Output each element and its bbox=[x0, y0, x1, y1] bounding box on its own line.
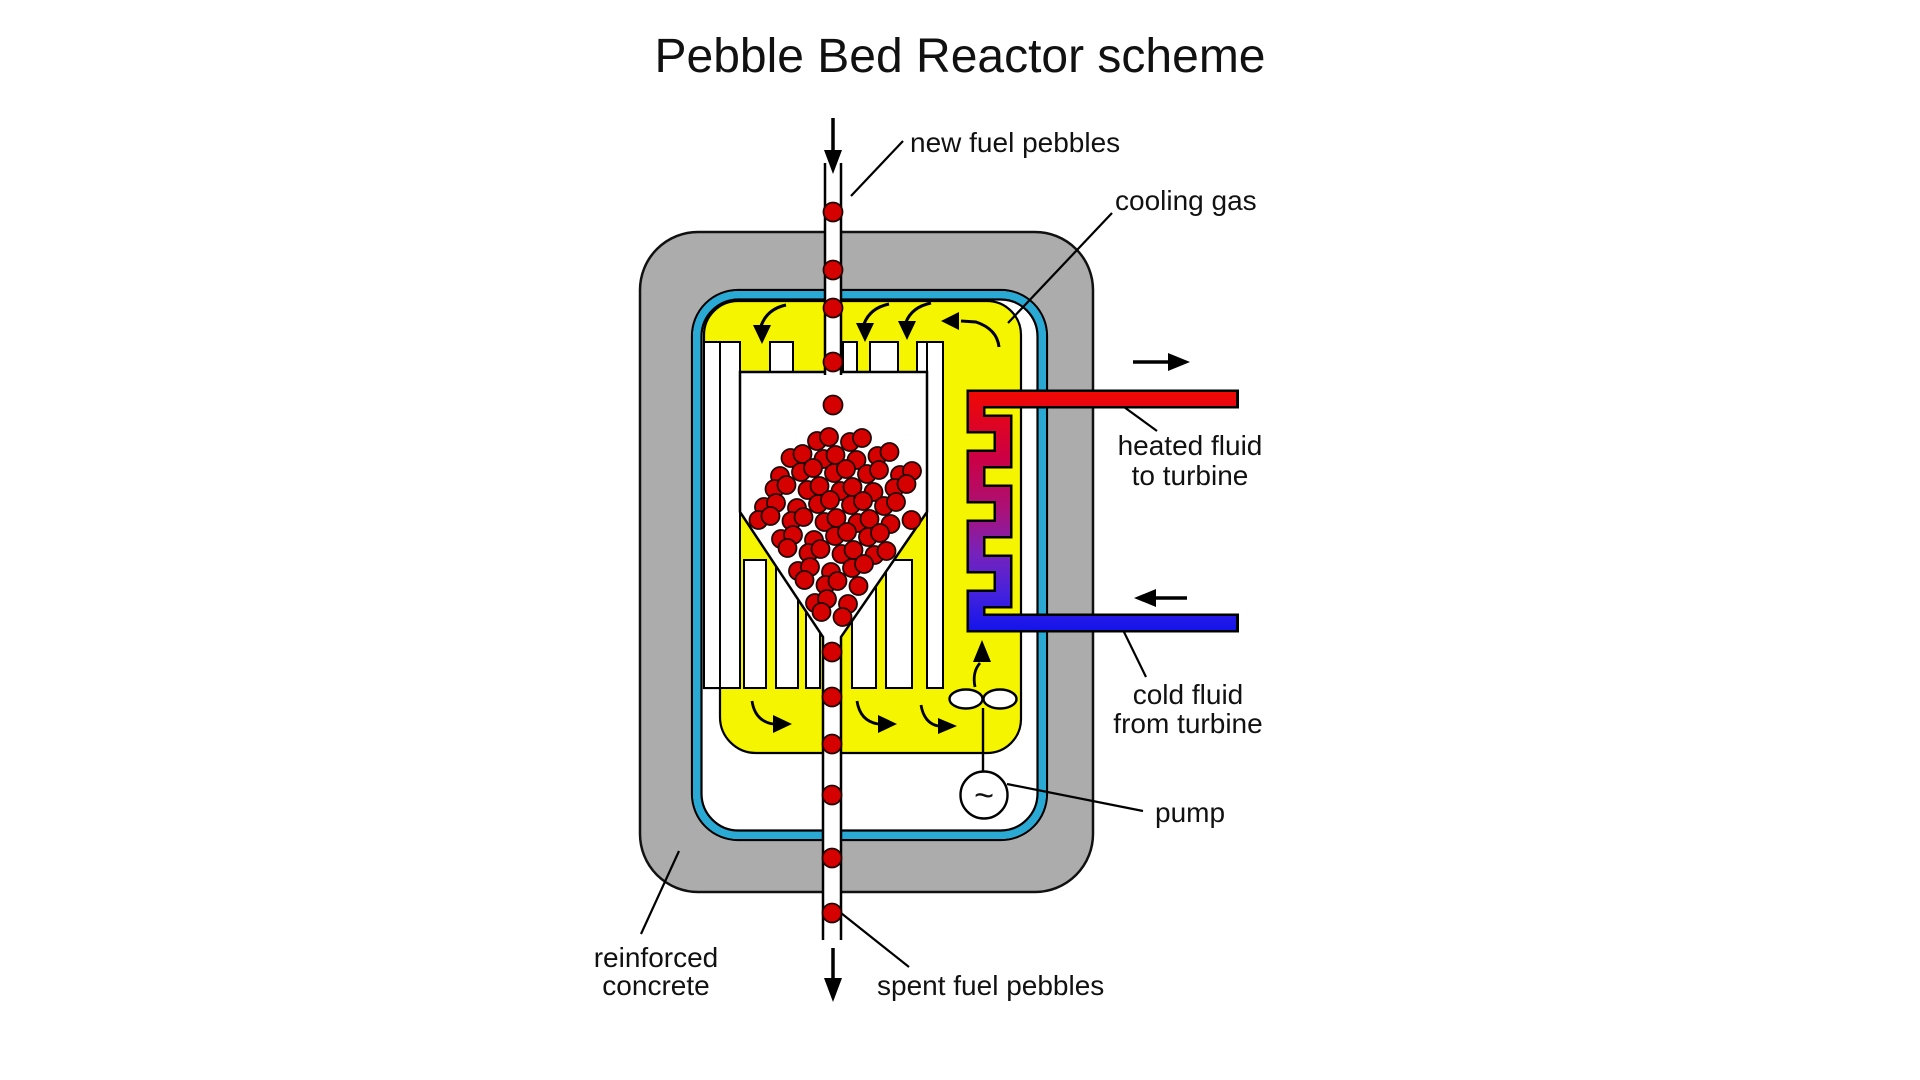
bottom-slab bbox=[743, 559, 767, 689]
fuel-pebble bbox=[822, 259, 844, 281]
label-new-fuel-pebbles: new fuel pebbles bbox=[910, 127, 1120, 158]
label-cold-fluid-2: from turbine bbox=[1113, 708, 1262, 739]
top-stub bbox=[842, 341, 858, 373]
leader-reinforced-concrete bbox=[639, 850, 681, 935]
fuel-pebble bbox=[869, 460, 889, 480]
fuel-pebble bbox=[803, 458, 823, 478]
fuel-pebble bbox=[821, 686, 843, 708]
gas-flow-arrowheads-bottom bbox=[773, 640, 991, 734]
fuel-pebble bbox=[794, 570, 815, 590]
fuel-pebble bbox=[901, 510, 922, 530]
fuel-pebble bbox=[776, 475, 797, 495]
fuel-pebble bbox=[821, 784, 843, 806]
fuel-pebble bbox=[821, 733, 843, 755]
top-stub bbox=[916, 341, 928, 373]
fuel-pebble bbox=[810, 539, 831, 559]
heat-exchanger bbox=[966, 389, 1239, 633]
fuel-pebble bbox=[854, 554, 874, 574]
gas-flow-arrows-top bbox=[759, 301, 1001, 348]
label-heated-fluid-2: to turbine bbox=[1132, 460, 1249, 491]
label-reinforced-2: concrete bbox=[602, 970, 709, 1001]
leader-cooling-gas bbox=[1007, 212, 1113, 324]
fuel-pebble bbox=[822, 297, 844, 319]
gas-flow-arrows-bottom bbox=[750, 662, 982, 728]
fuel-pebble bbox=[777, 538, 798, 558]
fuel-pebble bbox=[821, 902, 843, 924]
fuel-pebble bbox=[822, 201, 844, 223]
leader-spent-fuel bbox=[840, 912, 910, 968]
label-reinforced-1: reinforced bbox=[594, 942, 719, 973]
fan-blade-icon bbox=[948, 688, 984, 710]
fuel-pebble bbox=[793, 507, 814, 527]
left-column-inner bbox=[719, 341, 741, 689]
fuel-pebble bbox=[848, 576, 869, 596]
fuel-pebble bbox=[822, 394, 844, 416]
flow-arrows bbox=[824, 118, 1190, 1002]
leader-new-fuel bbox=[850, 140, 904, 197]
leader-pump bbox=[1006, 782, 1144, 813]
bottom-slab bbox=[885, 559, 913, 689]
label-cooling-gas: cooling gas bbox=[1115, 185, 1257, 216]
pump-motor-icon bbox=[959, 770, 1009, 820]
generator-symbol: ~ bbox=[974, 777, 994, 815]
fuel-pebble bbox=[876, 541, 897, 561]
fan-blade-icon bbox=[982, 688, 1018, 710]
leader-lines bbox=[639, 140, 1158, 968]
pump-assembly bbox=[948, 688, 1018, 820]
fuel-pebble bbox=[832, 607, 853, 627]
fuel-pebble bbox=[820, 490, 840, 510]
pipe-fluid bbox=[969, 392, 1236, 630]
fuel-pebbles bbox=[748, 201, 922, 924]
label-heated-fluid-1: heated fluid bbox=[1118, 430, 1263, 461]
fuel-pebble bbox=[760, 506, 781, 526]
leader-heated-fluid bbox=[1123, 406, 1158, 432]
top-stub bbox=[769, 341, 794, 373]
right-column bbox=[926, 341, 944, 689]
fuel-pebble bbox=[821, 847, 843, 869]
label-cold-fluid-1: cold fluid bbox=[1133, 679, 1244, 710]
fuel-pebble bbox=[870, 523, 890, 543]
fuel-pebble bbox=[822, 351, 844, 373]
fuel-pebble bbox=[896, 474, 917, 494]
fuel-pebble bbox=[879, 442, 900, 462]
left-column-outer bbox=[703, 341, 721, 689]
leader-cold-fluid bbox=[1123, 631, 1147, 678]
diagram-title: Pebble Bed Reactor scheme bbox=[654, 30, 1265, 83]
fuel-pebble bbox=[827, 571, 848, 591]
labels: new fuel pebbles cooling gas heated flui… bbox=[594, 127, 1263, 1001]
fuel-pebble bbox=[852, 428, 872, 448]
label-spent-fuel-pebbles: spent fuel pebbles bbox=[877, 970, 1104, 1001]
fuel-pebble bbox=[811, 602, 832, 622]
gas-flow-arrowheads-top bbox=[753, 312, 959, 344]
label-pump: pump bbox=[1155, 797, 1225, 828]
fuel-pebble bbox=[853, 491, 873, 511]
fuel-pebble bbox=[836, 459, 856, 479]
fuel-pebble bbox=[821, 641, 843, 663]
fuel-pebble bbox=[837, 522, 857, 542]
top-stub bbox=[869, 341, 899, 373]
fuel-pebble bbox=[886, 492, 906, 512]
fuel-pebble bbox=[819, 427, 839, 447]
